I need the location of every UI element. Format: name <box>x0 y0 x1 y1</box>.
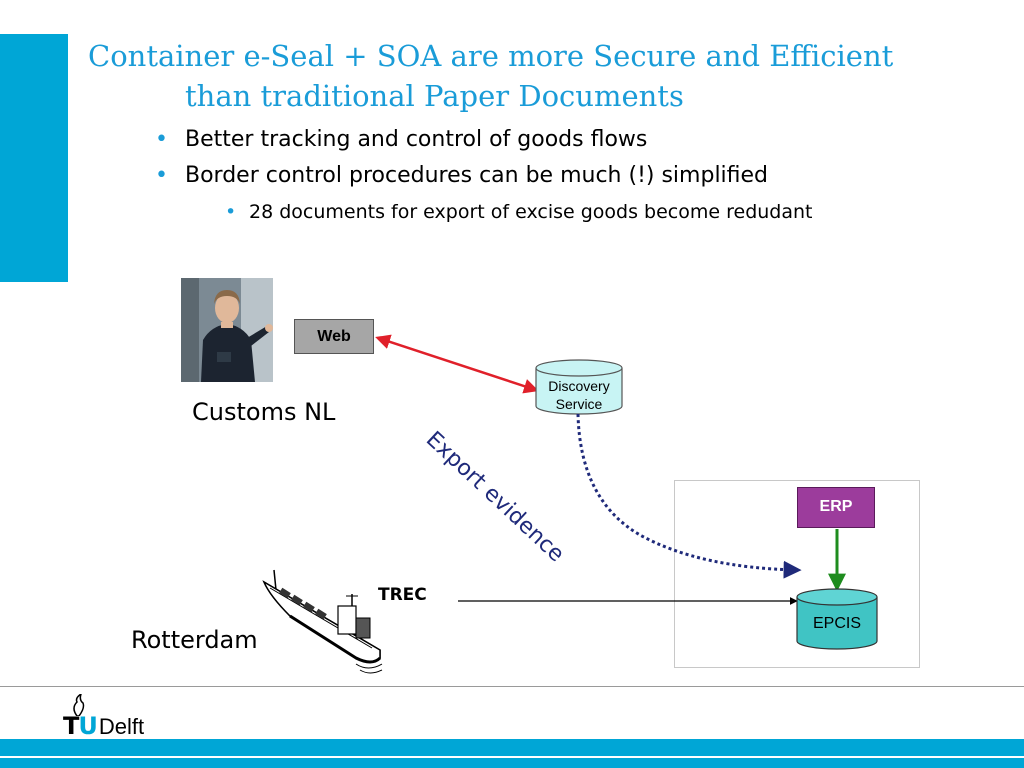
epcis-cylinder: EPCIS <box>796 588 878 650</box>
rotterdam-label: Rotterdam <box>131 626 258 654</box>
discovery-label-1: Discovery <box>548 378 609 394</box>
export-evidence-arrow <box>576 413 802 579</box>
slide-title: Container e-Seal + SOA are more Secure a… <box>88 36 1008 116</box>
discovery-label-2: Service <box>556 396 603 412</box>
tu-delft-logo: TU Delft <box>63 694 145 740</box>
footer-stripe <box>0 739 1024 768</box>
logo-u: U <box>78 712 97 740</box>
bullet-item: Border control procedures can be much (!… <box>155 158 813 194</box>
logo-t: T <box>63 712 79 740</box>
title-line-2: than traditional Paper Documents <box>185 79 684 113</box>
logo-tu: TU <box>63 712 98 740</box>
trec-label: TREC <box>378 585 427 605</box>
left-accent-bar <box>0 34 68 282</box>
bullet-list: Better tracking and control of goods flo… <box>155 122 813 230</box>
bullet-item: Better tracking and control of goods flo… <box>155 122 813 158</box>
web-discovery-arrow <box>375 334 539 394</box>
footer-stripe-line <box>0 756 1024 758</box>
discovery-service-cylinder: Discovery Service <box>535 359 623 415</box>
logo-delft: Delft <box>98 714 145 739</box>
ship-illustration <box>262 569 383 674</box>
customs-officer-photo <box>181 278 273 382</box>
footer-divider <box>0 686 1024 687</box>
web-box: Web <box>294 319 374 354</box>
flame-icon <box>73 694 85 716</box>
erp-box: ERP <box>797 487 875 528</box>
enterprise-frame <box>674 480 920 668</box>
title-line-1: Container e-Seal + SOA are more Secure a… <box>88 39 894 73</box>
sub-bullet-item: 28 documents for export of excise goods … <box>155 194 813 230</box>
customs-nl-label: Customs NL <box>192 398 336 426</box>
epcis-label: EPCIS <box>813 615 861 632</box>
